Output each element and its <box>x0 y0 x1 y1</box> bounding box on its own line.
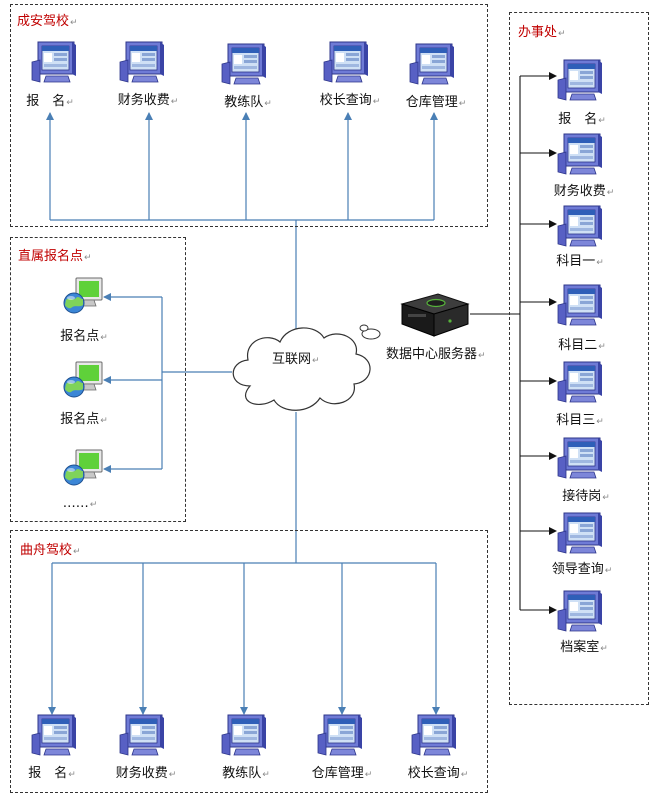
globe-computer-icon <box>63 361 103 398</box>
node-label: 领导查询↵ <box>551 562 613 577</box>
node-label: ……↵ <box>62 496 98 511</box>
node-label: 校长查询↵ <box>407 766 469 781</box>
monitor-icon <box>409 43 455 85</box>
zone-qushou <box>10 530 488 793</box>
monitor-icon <box>31 41 77 83</box>
node-label: 财务收费↵ <box>117 93 179 108</box>
monitor-icon <box>323 41 369 83</box>
node-label: 报 名↵ <box>26 94 74 109</box>
monitor-icon <box>119 41 165 83</box>
zone-zhishu <box>10 237 186 522</box>
node-label: 档案室↵ <box>560 640 608 655</box>
zone-banshichu <box>509 12 649 705</box>
zone-chengan <box>10 4 488 227</box>
node-label: 仓库管理↵ <box>311 766 373 781</box>
monitor-icon <box>119 714 165 756</box>
node-label: 报名点↵ <box>60 412 108 427</box>
node-label: 校长查询↵ <box>319 93 381 108</box>
node-label: 报名点↵ <box>60 329 108 344</box>
node-label: 仓库管理↵ <box>405 95 467 110</box>
monitor-icon <box>557 133 603 175</box>
server-label: 数据中心服务器↵ <box>386 347 486 362</box>
globe-computer-icon <box>63 277 103 314</box>
node-label: 接待岗↵ <box>562 489 610 504</box>
monitor-icon <box>221 43 267 85</box>
server-icon <box>400 293 470 337</box>
zone-chengan-title: 成安驾校↵ <box>17 14 78 29</box>
globe-computer-icon <box>63 449 103 486</box>
monitor-icon <box>411 714 457 756</box>
node-label: 教练队↵ <box>224 95 272 110</box>
zone-banshichu-title: 办事处↵ <box>518 25 566 40</box>
monitor-icon <box>557 437 603 479</box>
cloud-label: 互联网↵ <box>272 352 320 367</box>
cloud-icon <box>232 324 381 411</box>
node-label: 科目一↵ <box>556 254 604 269</box>
monitor-icon <box>557 361 603 403</box>
monitor-icon <box>557 590 603 632</box>
monitor-icon <box>557 205 603 247</box>
node-label: 财务收费↵ <box>553 184 615 199</box>
zone-qushou-title: 曲舟驾校↵ <box>20 543 81 558</box>
monitor-icon <box>557 284 603 326</box>
node-label: 报 名↵ <box>558 112 606 127</box>
node-label: 报 名↵ <box>28 766 76 781</box>
node-label: 财务收费↵ <box>115 766 177 781</box>
monitor-icon <box>317 714 363 756</box>
monitor-icon <box>557 512 603 554</box>
zone-zhishu-title: 直属报名点↵ <box>18 249 92 264</box>
monitor-icon <box>557 59 603 101</box>
node-label: 科目二↵ <box>558 338 606 353</box>
node-label: 科目三↵ <box>556 413 604 428</box>
monitor-icon <box>221 714 267 756</box>
node-label: 教练队↵ <box>222 766 270 781</box>
monitor-icon <box>31 714 77 756</box>
